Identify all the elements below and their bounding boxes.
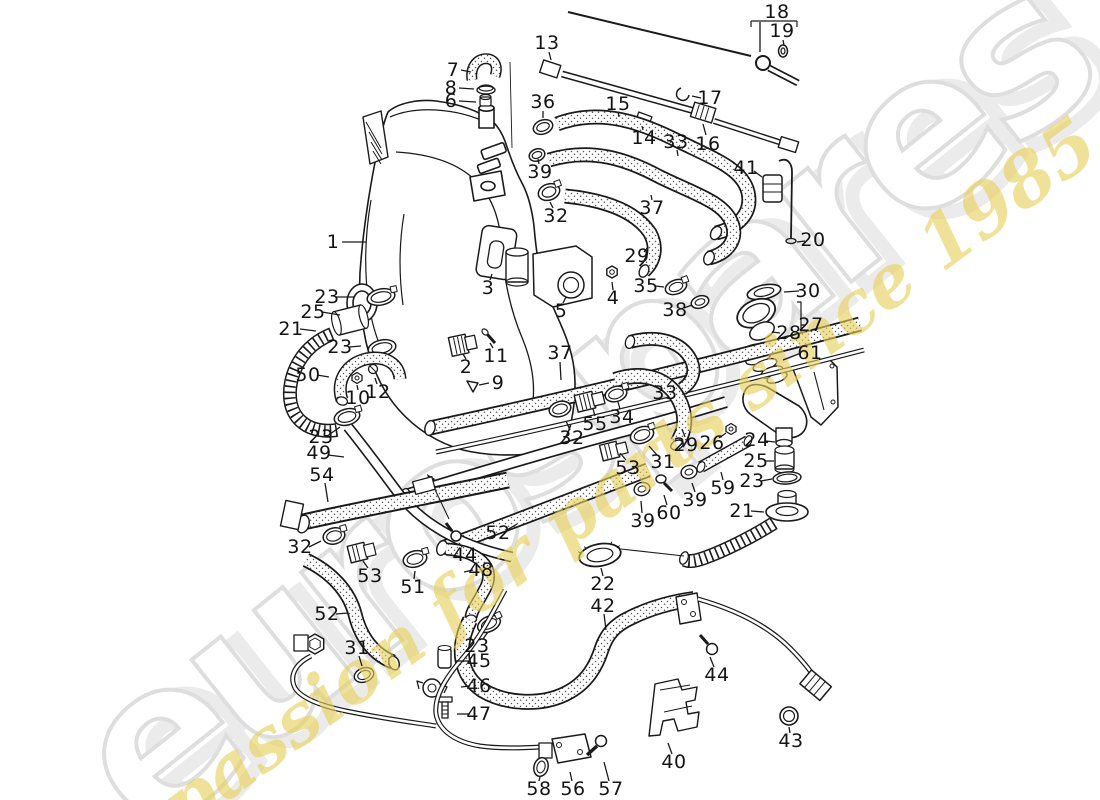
leader-line-8	[458, 87, 475, 90]
leader-line-24	[765, 440, 776, 443]
leader-line-56	[569, 771, 573, 782]
leader-line-39	[537, 158, 540, 165]
leader-line-33	[676, 149, 679, 157]
leader-line-59	[720, 471, 724, 481]
leader-line-29	[643, 246, 649, 253]
upper-hoses	[528, 109, 797, 278]
leader-line-35	[654, 285, 665, 288]
leader-line-39	[691, 482, 696, 493]
pipe-flange-56-icon	[551, 733, 592, 764]
leader-line-26	[718, 432, 727, 439]
leader-line-41	[753, 170, 763, 178]
lower-left-hoses	[279, 423, 514, 729]
leader-line-3	[489, 273, 493, 281]
leader-line-53	[619, 452, 627, 461]
leader-line-38	[683, 304, 693, 309]
leader-line-53	[362, 560, 369, 569]
leader-line-32	[565, 420, 571, 431]
leader-line-31	[648, 445, 658, 456]
leader-line-19	[782, 39, 785, 46]
seal-ring-19-icon	[777, 44, 789, 58]
leader-line-16	[702, 123, 707, 136]
leader-line-57	[603, 761, 610, 782]
leader-line-33	[667, 379, 673, 386]
leader-line-52	[335, 612, 349, 615]
leader-line-23	[760, 478, 773, 482]
leader-line-43	[788, 726, 791, 734]
tank-outlet-cluster	[282, 285, 407, 438]
leader-line-52	[506, 523, 518, 531]
leader-line-58	[538, 776, 541, 782]
leader-line-42	[603, 613, 607, 631]
bolt-47-icon	[437, 696, 453, 719]
middle-hose-band	[399, 275, 865, 568]
leader-line-48	[463, 569, 474, 573]
o-ring-43-icon	[779, 706, 799, 726]
leader-line-5	[562, 296, 567, 304]
leader-line-23	[348, 345, 362, 348]
leader-line-25	[321, 311, 341, 316]
leader-line-40	[667, 742, 673, 755]
leader-line-13	[548, 51, 552, 61]
leader-line-17	[691, 95, 702, 99]
leader-line-54	[324, 482, 329, 503]
leader-line-7	[460, 69, 472, 73]
leader-line-12	[374, 377, 378, 385]
leader-line-51	[413, 570, 416, 580]
leader-line-46	[460, 685, 471, 688]
leader-line-44	[709, 656, 715, 668]
leader-line-21	[299, 328, 317, 332]
leader-line-50	[316, 374, 330, 378]
leader-line-20	[796, 240, 806, 243]
leader-line-37	[650, 194, 653, 201]
leader-line-4	[611, 281, 614, 291]
clamp-41-icon	[762, 174, 783, 203]
oil-tank	[346, 61, 576, 456]
leader-line-39	[640, 500, 643, 514]
leader-line-10	[356, 384, 359, 391]
leader-line-32	[549, 201, 554, 209]
rod-20-icon	[778, 158, 793, 239]
nut-10-icon	[351, 371, 363, 385]
leader-line-28	[771, 331, 781, 334]
leader-lines	[299, 22, 806, 782]
leader-line-49	[327, 454, 345, 458]
leader-line-14	[641, 125, 644, 131]
leader-line-32	[308, 540, 322, 548]
nut-4-icon	[606, 265, 618, 279]
leader-line-11	[489, 342, 494, 349]
grommet-22-icon	[577, 541, 622, 568]
leader-line-15	[617, 111, 620, 118]
leader-line-61	[782, 352, 802, 361]
plug-9-icon	[466, 380, 479, 393]
clip-40-icon	[648, 678, 700, 737]
leader-line-6	[458, 100, 477, 103]
line-art	[279, 11, 865, 778]
leader-line-29	[681, 428, 686, 438]
leader-line-23	[329, 426, 341, 435]
leader-line-44	[458, 542, 463, 548]
vent-fittings	[466, 53, 502, 107]
leader-line-22	[600, 567, 604, 577]
leader-line-30	[783, 290, 800, 293]
leader-line-55	[592, 408, 596, 417]
pump-bracket-cluster	[351, 224, 618, 393]
leader-line-9	[478, 382, 490, 386]
leader-line-23	[482, 631, 489, 640]
leader-line-2	[462, 353, 467, 360]
leader-line-37	[559, 361, 562, 381]
leader-line-21	[750, 510, 765, 513]
leader-line-60	[663, 494, 668, 506]
vent-hose-icon	[467, 54, 501, 81]
leader-line-31	[358, 655, 363, 667]
bottom-pipework	[433, 588, 833, 778]
clip-17-icon	[675, 87, 690, 102]
leader-line-34	[617, 401, 621, 410]
